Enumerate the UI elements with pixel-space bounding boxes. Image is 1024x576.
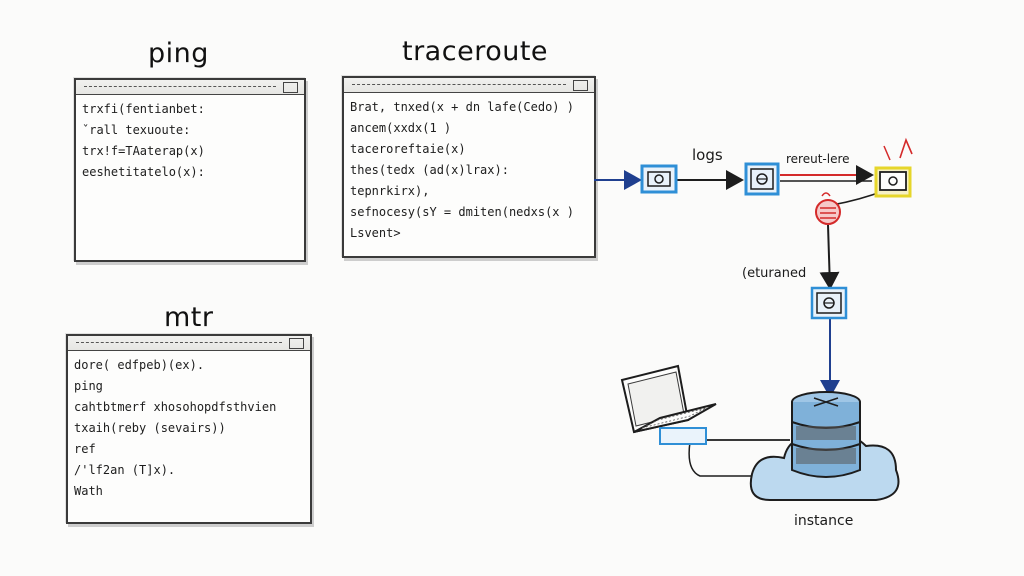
terminal-line: thes(tedx (ad(x)lrax): [350, 163, 509, 177]
traceroute-terminal-window: Brat, tnxed(x + dn lafe(Cedo) ) ancem(xx… [342, 76, 596, 258]
terminal-line: trx!f=TAaterap(x) [82, 144, 205, 158]
terminal-line: sefnocesy(sY = dmiten(nedxs(x ) [350, 205, 574, 219]
laptop-icon [620, 364, 717, 445]
instance-label: instance [794, 513, 854, 529]
terminal-line: ref [74, 442, 96, 456]
terminal-line: tepnrkirx), [350, 184, 430, 198]
network-node-icon [640, 164, 678, 194]
arrow-firewall-to-node4 [819, 224, 840, 290]
terminal-line: taceroreftaie(x) [350, 142, 466, 156]
ping-terminal-body: trxfi(fentianbet: ˇrall texuoute: trx!f=… [76, 95, 304, 183]
mtr-title: mtr [164, 302, 214, 333]
window-close-icon [283, 82, 298, 93]
connector-lines [594, 165, 887, 477]
link-laptop-cable [688, 441, 790, 477]
router-node-icon [874, 137, 913, 198]
terminal-line: ping [74, 379, 103, 393]
ping-terminal-window: trxfi(fentianbet: ˇrall texuoute: trx!f=… [74, 78, 306, 262]
traceroute-title: traceroute [402, 36, 549, 67]
firewall-icon [815, 192, 841, 225]
network-node-icon [744, 162, 780, 196]
mtr-terminal-window: dore( edfpeb)(ex). ping cahtbtmerf xhoso… [66, 334, 312, 524]
terminal-line: Brat, tnxed(x + dn lafe(Cedo) ) [350, 100, 574, 114]
terminal-line: /'lf2an (T]x). [74, 463, 176, 477]
window-close-icon [289, 338, 304, 349]
returned-label: (eturaned [742, 266, 807, 281]
terminal-line: dore( edfpeb)(ex). [74, 358, 205, 372]
terminal-line: ˇrall texuoute: [82, 123, 191, 137]
mtr-window-titlebar [68, 336, 310, 351]
cloud-instance-icon [749, 391, 900, 501]
ping-window-titlebar [76, 80, 304, 95]
ping-title: ping [148, 38, 209, 69]
terminal-line: txaih(reby (sevairs)) [74, 421, 226, 435]
terminal-line: Lsvent> [350, 226, 401, 240]
mtr-terminal-body: dore( edfpeb)(ex). ping cahtbtmerf xhoso… [68, 351, 310, 502]
router-label: rereut-lere [786, 152, 850, 166]
terminal-line: Wath [74, 484, 103, 498]
traceroute-terminal-body: Brat, tnxed(x + dn lafe(Cedo) ) ancem(xx… [344, 93, 594, 244]
traceroute-window-titlebar [344, 78, 594, 93]
network-node-icon [810, 286, 848, 320]
terminal-line: trxfi(fentianbet: [82, 102, 205, 116]
logs-label: logs [692, 146, 723, 164]
terminal-line: ancem(xxdx(1 ) [350, 121, 452, 135]
terminal-line: eeshetitatelo(x): [82, 165, 205, 179]
window-close-icon [573, 80, 588, 91]
terminal-line: cahtbtmerf xhosohopdfsthvien [74, 400, 277, 414]
